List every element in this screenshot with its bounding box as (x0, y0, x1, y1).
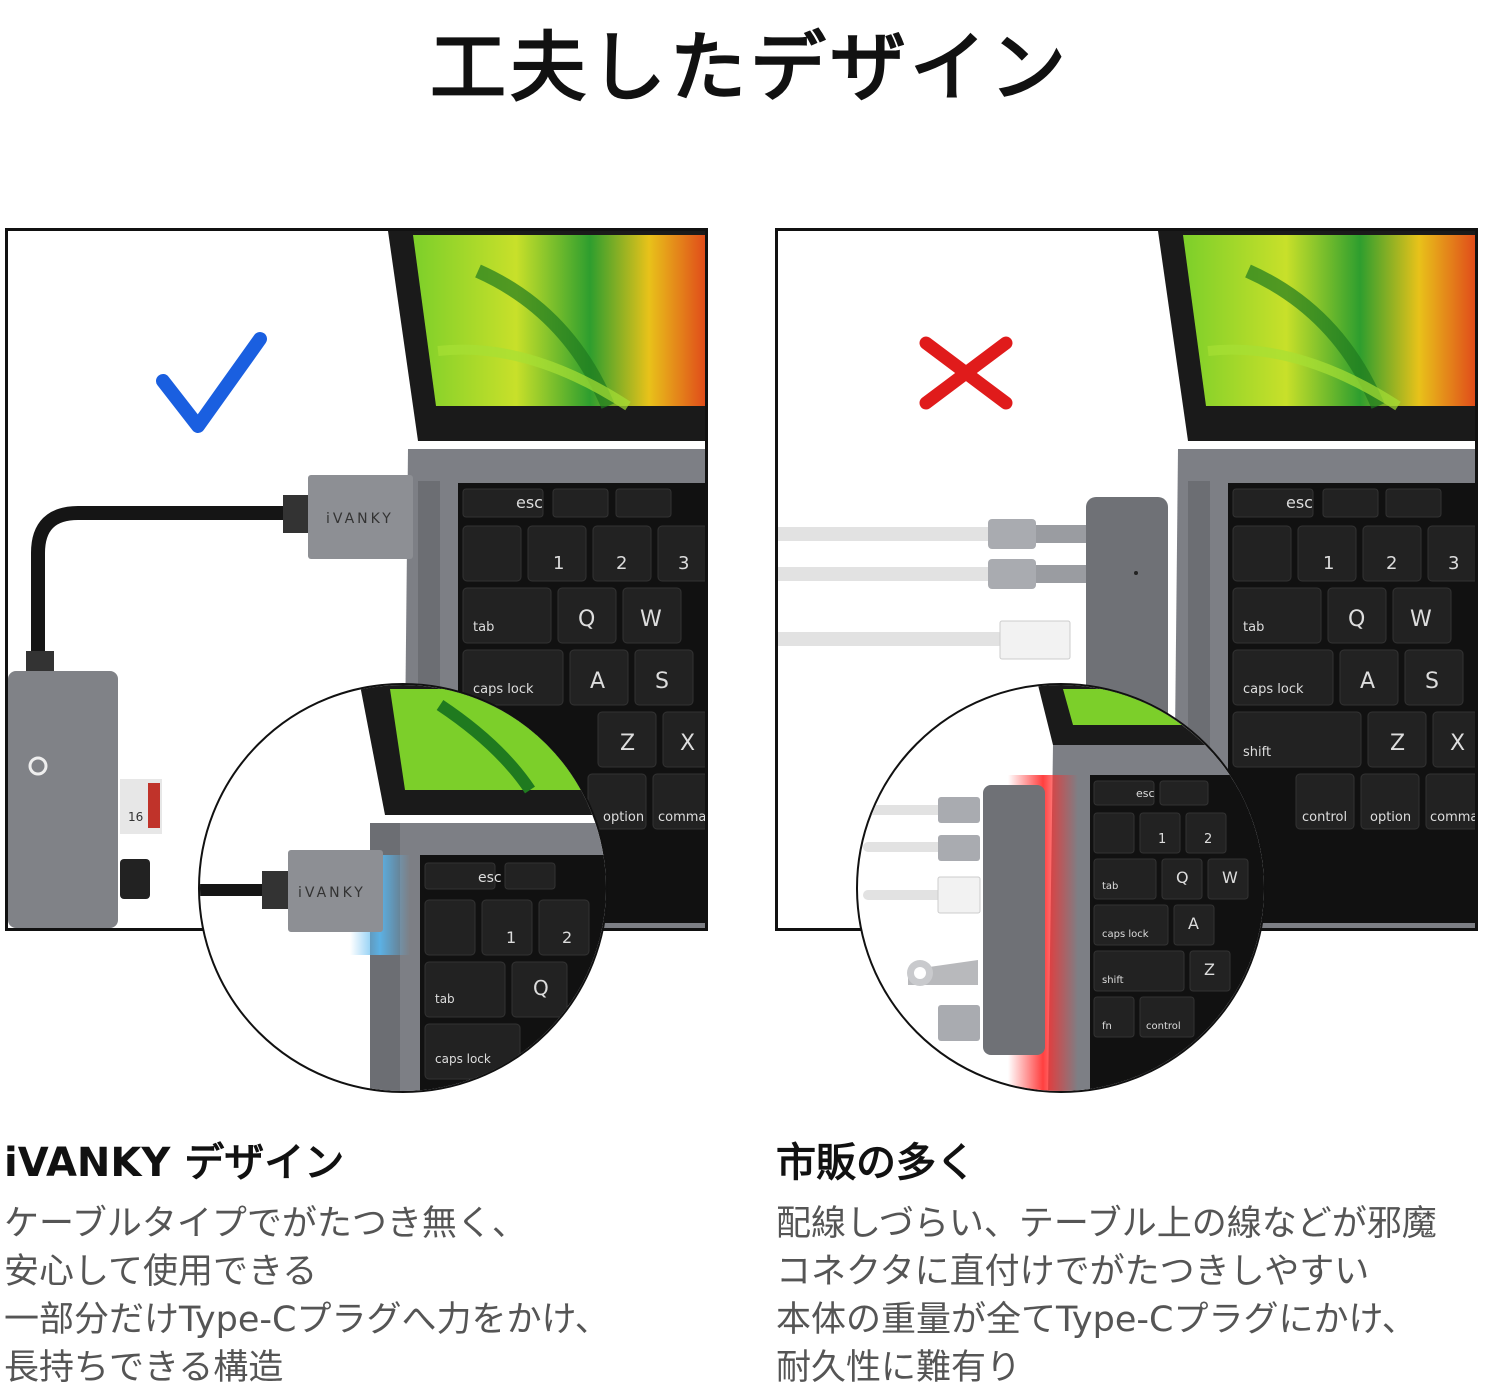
svg-text:W: W (1222, 868, 1238, 887)
svg-text:1: 1 (506, 928, 516, 947)
svg-text:caps lock: caps lock (1102, 929, 1149, 940)
key-2: 2 (1386, 553, 1397, 574)
bad-design-zoom: esc 1 2 tab Q W caps lock A shift Z fn c… (856, 683, 1266, 1093)
key-q: Q (578, 607, 595, 632)
svg-text:Z: Z (1204, 960, 1215, 979)
zoom-plug-illustration: esc 1 2 tab Q caps lock iVANKY (200, 685, 606, 1091)
cross-icon (919, 336, 1013, 410)
key-a: A (1360, 669, 1375, 694)
svg-text:fn: fn (1102, 1021, 1112, 1032)
svg-text:shift: shift (1102, 975, 1124, 986)
caption-heading: iVANKY デザイン (4, 1140, 345, 1186)
key-s: S (1425, 669, 1439, 694)
page-title: 工夫したデザイン (430, 23, 1070, 112)
caption-line: 配線しづらい、テーブル上の線などが邪魔 (776, 1204, 1437, 1244)
svg-text:Q: Q (1176, 868, 1189, 887)
key-option: option (603, 810, 644, 825)
key-option: option (1370, 810, 1411, 825)
key-x: X (1450, 731, 1465, 756)
good-design-caption: iVANKY デザイン ケーブルタイプでがたつき無く、 安心して使用できる 一部… (4, 1130, 724, 1386)
key-1: 1 (1323, 553, 1334, 574)
key-command: command (1430, 810, 1475, 825)
bad-design-caption: 市販の多く 配線しづらい、テーブル上の線などが邪魔 コネクタに直付けでがたつきし… (776, 1130, 1496, 1386)
plug-brand-label: iVANKY (326, 511, 394, 527)
key-w: W (1410, 607, 1432, 632)
zoom-plug-brand-label: iVANKY (298, 885, 366, 901)
svg-text:2: 2 (562, 928, 572, 947)
key-control: control (1302, 810, 1347, 825)
zoom-hub-illustration: esc 1 2 tab Q W caps lock A shift Z fn c… (863, 685, 1264, 1091)
key-tab: tab (1243, 620, 1264, 635)
key-x: X (680, 731, 695, 756)
caption-line: 耐久性に難有り (776, 1348, 1022, 1386)
key-esc: esc (516, 493, 543, 512)
key-z: Z (620, 731, 635, 756)
caption-line: 本体の重量が全てType-Cプラグにかけ、 (776, 1300, 1417, 1340)
key-s: S (655, 669, 669, 694)
svg-text:tab: tab (435, 992, 455, 1006)
check-icon (156, 332, 267, 433)
caption-line: コネクタに直付けでがたつきしやすい (776, 1252, 1370, 1292)
svg-text:Q: Q (533, 976, 549, 1000)
svg-text:A: A (1188, 914, 1199, 933)
key-2: 2 (616, 553, 627, 574)
svg-text:2: 2 (1204, 832, 1212, 847)
key-esc: esc (1286, 493, 1313, 512)
good-design-zoom: esc 1 2 tab Q caps lock iVANKY (198, 683, 608, 1093)
svg-text:esc: esc (1136, 787, 1155, 800)
svg-text:1: 1 (1158, 832, 1166, 847)
svg-text:esc: esc (478, 870, 502, 886)
key-z: Z (1390, 731, 1405, 756)
key-1: 1 (553, 553, 564, 574)
key-w: W (640, 607, 662, 632)
key-3: 3 (678, 553, 689, 574)
caption-line: ケーブルタイプでがたつき無く、 (4, 1204, 527, 1244)
caption-line: 一部分だけType-Cプラグへ力をかけ、 (4, 1300, 610, 1340)
svg-text:control: control (1146, 1021, 1181, 1032)
caption-heading: 市販の多く (776, 1140, 976, 1186)
key-q: Q (1348, 607, 1365, 632)
key-tab: tab (473, 620, 494, 635)
sd-card-label: 16 (128, 810, 143, 824)
key-command: command (658, 810, 705, 825)
svg-text:tab: tab (1102, 881, 1118, 892)
caption-line: 安心して使用できる (4, 1252, 318, 1292)
svg-text:caps lock: caps lock (435, 1052, 491, 1066)
key-3: 3 (1448, 553, 1459, 574)
caption-line: 長持ちできる構造 (4, 1348, 284, 1386)
